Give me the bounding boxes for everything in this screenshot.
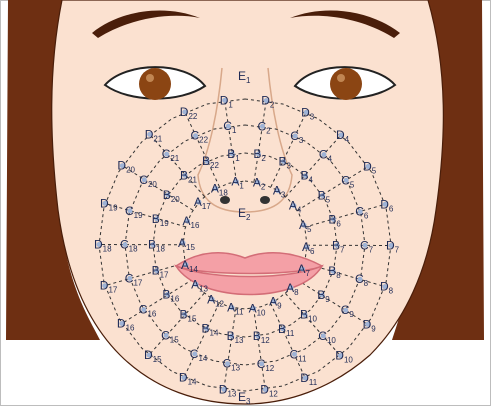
- right-iris: [330, 68, 362, 100]
- right-nostril: [260, 196, 270, 204]
- left-iris: [139, 68, 171, 100]
